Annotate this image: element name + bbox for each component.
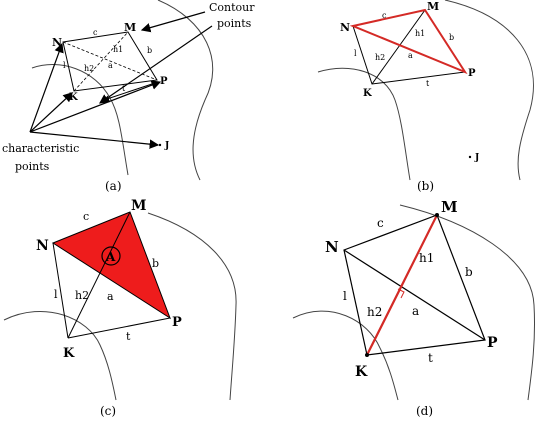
arrow-contour-M: [140, 11, 206, 33]
arrow-char-J: [29, 131, 160, 149]
caption-d: (d): [416, 404, 433, 418]
edge-line-KM-c: [67, 211, 131, 339]
arrow-contour-down: [99, 25, 213, 104]
point-J-a: J: [164, 141, 169, 151]
edge-a-b: a: [408, 51, 413, 60]
panel-c: A N M K P c b l t a h2 (c): [3, 198, 237, 418]
point-M-a: M: [124, 21, 136, 34]
triangle-b-NMP: [349, 8, 468, 75]
edge-b-b: b: [449, 33, 454, 42]
edge-b-d: b: [465, 265, 473, 279]
edge-c-a: c: [93, 28, 98, 37]
edge-l-a: l: [63, 61, 66, 70]
edge-t-d: t: [428, 351, 433, 365]
arrow-char-N: [29, 42, 64, 133]
edge-t-b: t: [426, 79, 430, 88]
label-contour-1: Contour: [209, 1, 255, 14]
right-angle-mark: [397, 288, 405, 299]
contour-curve-b-lower: [317, 67, 411, 181]
caption-a: (a): [105, 179, 122, 193]
edge-b-c: b: [152, 257, 159, 270]
panel-b: N M K P J c b l t a h1 h2 (b): [317, 0, 534, 193]
vertex-M-d: [435, 213, 439, 217]
point-J-b: J: [474, 153, 479, 163]
point-N-d: N: [325, 238, 339, 256]
panel-d: N M K P c b l t a h1 h2 (d): [292, 198, 536, 418]
edge-line-NK-c: [52, 242, 69, 339]
edge-h1-b: h1: [415, 29, 425, 38]
arrow-char-K: [29, 92, 73, 133]
contour-curve-c-lower: [3, 311, 117, 401]
point-N-b: N: [340, 21, 350, 34]
point-P-d: P: [487, 335, 498, 351]
diag-d-KM: [366, 214, 438, 356]
contour-curve-d-lower: [292, 310, 399, 401]
edge-h1-d: h1: [419, 251, 434, 265]
point-N-a: N: [52, 36, 62, 49]
edge-line-KP-c: [67, 317, 171, 339]
edge-c-c: c: [83, 210, 89, 223]
area-label-A: A: [105, 250, 116, 264]
edge-h2-b: h2: [375, 53, 385, 62]
caption-b: (b): [417, 179, 434, 193]
edge-b-a: b: [147, 46, 152, 55]
edge-a-c: a: [107, 290, 114, 303]
label-contour-2: points: [217, 17, 252, 30]
edge-c-d: c: [377, 216, 384, 230]
edge-l-d: l: [343, 289, 347, 303]
edge-h2-c: h2: [75, 289, 89, 302]
point-M-d: M: [441, 198, 458, 216]
edge-l-c: l: [54, 288, 58, 301]
point-P-a: P: [160, 76, 168, 87]
diag-b-KM: [371, 9, 426, 85]
arrow-char-P: [29, 80, 162, 133]
label-characteristic-1: characteristic: [2, 142, 79, 155]
point-P-b: P: [468, 68, 476, 79]
contour-curve-d-upper: [399, 204, 536, 401]
quad-d: [343, 214, 486, 356]
edge-t-c: t: [126, 330, 131, 343]
contour-curve-a-lower: [31, 64, 129, 176]
point-K-c: K: [63, 346, 75, 361]
point-M-c: M: [131, 198, 147, 214]
diag-a-NP: [62, 41, 158, 81]
point-P-c: P: [172, 315, 182, 330]
vertex-K-d: [365, 353, 369, 357]
edge-t-a: t: [122, 84, 126, 93]
dot-J-b: [468, 155, 472, 159]
edge-h1-a: h1: [113, 45, 123, 54]
edge-c-b: c: [382, 11, 387, 20]
panel-a: N M K P J c b l t a h1 h2 Contour points…: [2, 0, 255, 193]
point-K-b: K: [363, 88, 372, 99]
point-M-b: M: [427, 0, 439, 13]
edge-l-b: l: [354, 49, 357, 58]
contour-curve-b-upper: [444, 0, 534, 181]
contour-curve-c-upper: [147, 212, 237, 401]
edge-h2-a: h2: [84, 64, 94, 73]
label-characteristic-2: points: [15, 160, 50, 173]
point-K-d: K: [355, 364, 368, 380]
diag-d-NP: [343, 249, 486, 341]
dot-J-a: [158, 143, 162, 147]
point-K-a: K: [69, 92, 78, 103]
edge-a-d: a: [412, 304, 419, 318]
contour-curve-a-upper: [157, 0, 214, 181]
point-N-c: N: [36, 238, 49, 254]
edge-a-a: a: [108, 61, 113, 70]
area-marker-circle: [101, 246, 121, 266]
arrow-P-K: [103, 81, 159, 102]
diag-a-KM: [73, 31, 129, 92]
edge-h2-d: h2: [367, 305, 382, 319]
caption-c: (c): [100, 404, 116, 418]
